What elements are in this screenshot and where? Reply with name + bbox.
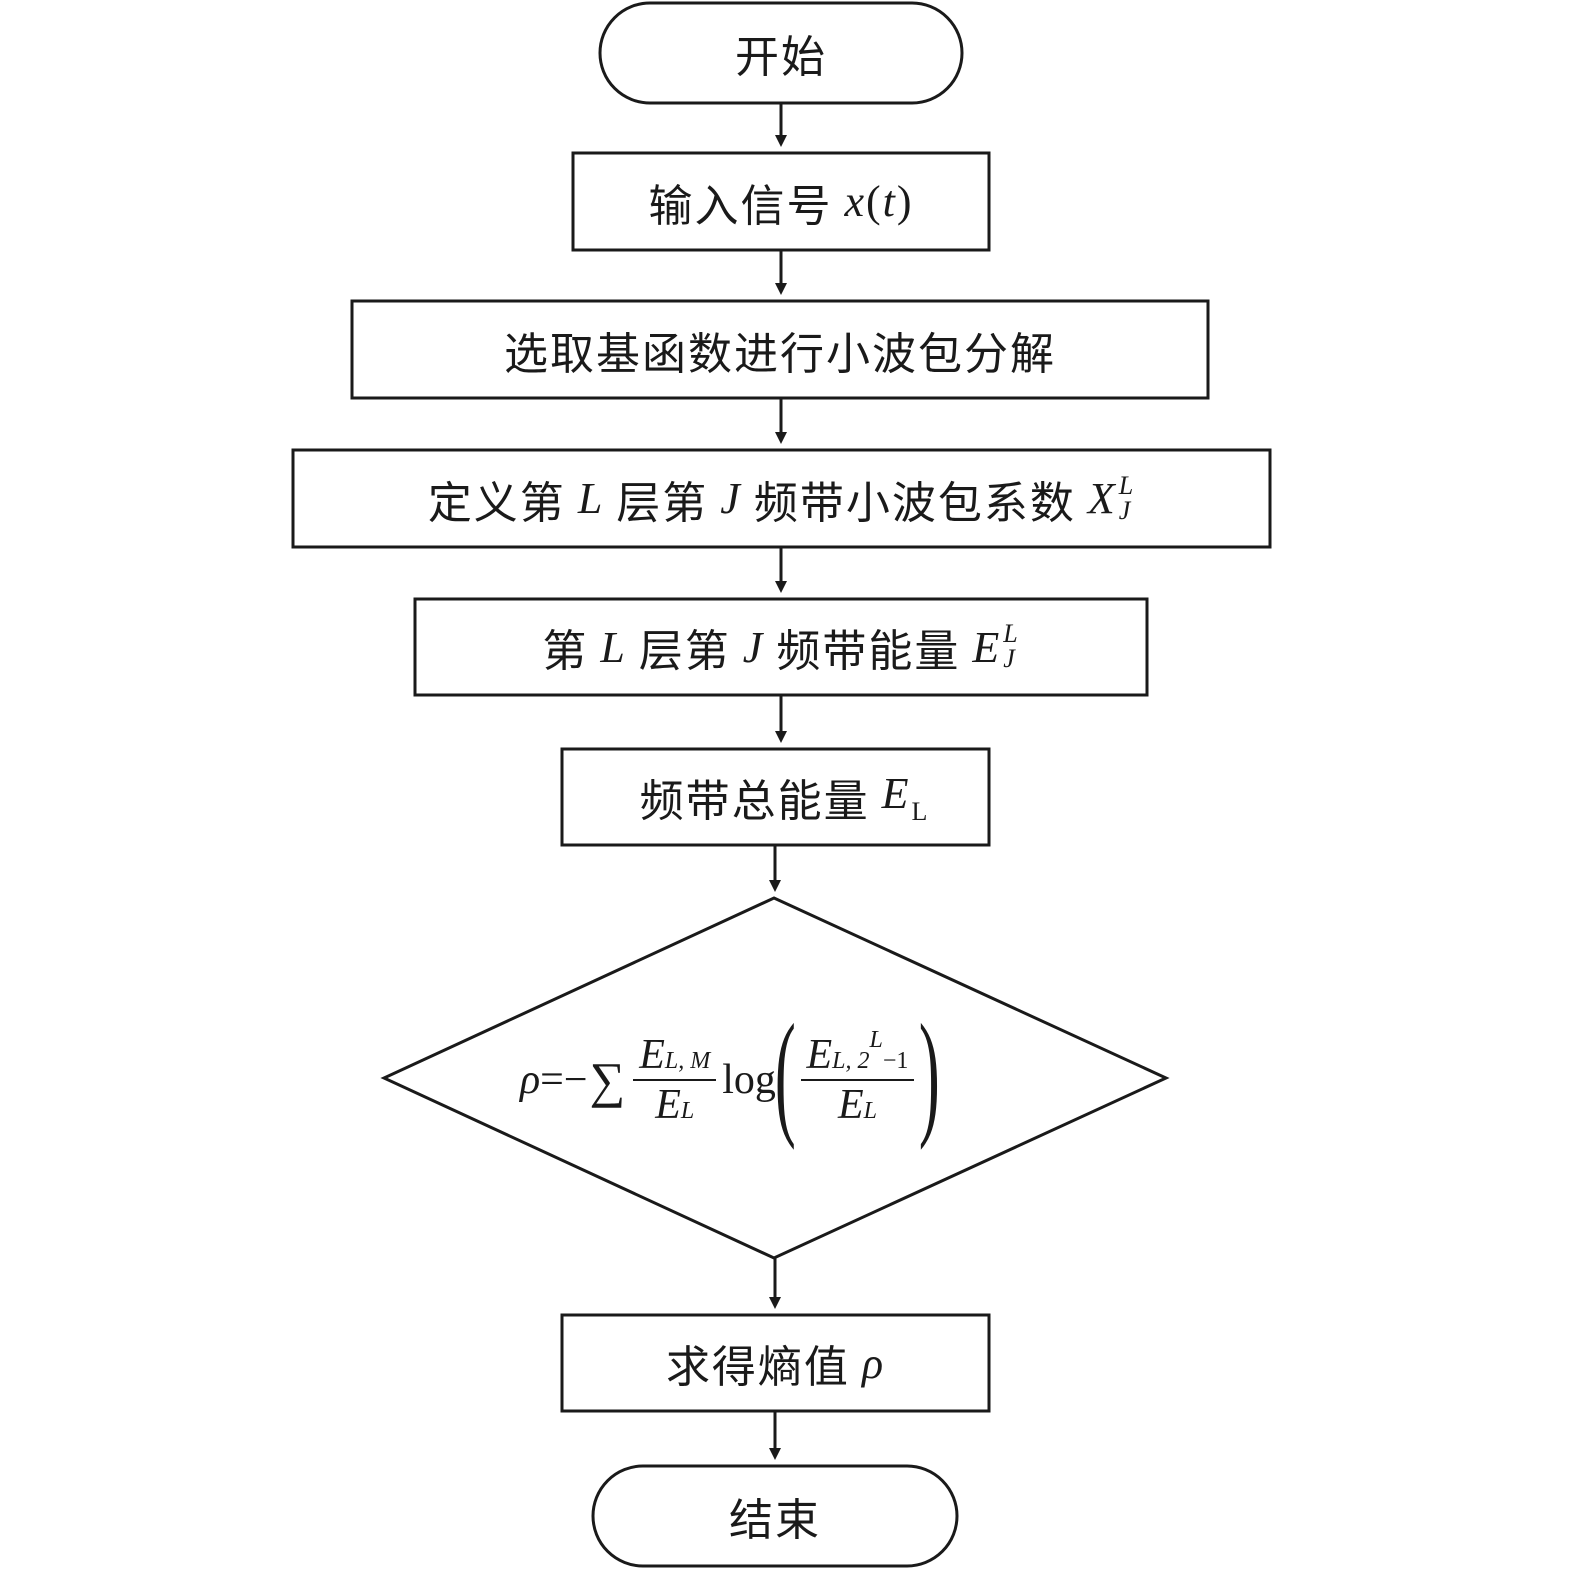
entropy-formula: ρ =− ∑ EL, M EL log ( EL, 2L−1 EL ) bbox=[520, 996, 941, 1151]
start-label-text: 开始 bbox=[735, 32, 827, 83]
energy-ratio-fraction: EL, M EL bbox=[633, 1031, 717, 1130]
total-energy-label: 频带总能量 EL bbox=[639, 768, 930, 828]
end-terminal bbox=[591, 1464, 959, 1568]
input-label: 输入信号 x(t) bbox=[573, 153, 989, 250]
total-energy-symbol: EL bbox=[881, 768, 930, 826]
input-signal-symbol: x(t) bbox=[844, 177, 914, 226]
input-label-text: 输入信号 bbox=[648, 180, 833, 232]
end-label-text: 结束 bbox=[729, 1495, 821, 1546]
log-argument-fraction: EL, 2L−1 EL bbox=[800, 1027, 915, 1130]
entropy-label: 求得熵值 ρ bbox=[665, 1338, 886, 1394]
decompose-label: 选取基函数进行小波包分解 bbox=[352, 301, 1208, 398]
start-label: 开始 bbox=[600, 3, 962, 103]
decompose-label-text: 选取基函数进行小波包分解 bbox=[504, 328, 1056, 380]
end-label: 结束 bbox=[593, 1466, 957, 1566]
